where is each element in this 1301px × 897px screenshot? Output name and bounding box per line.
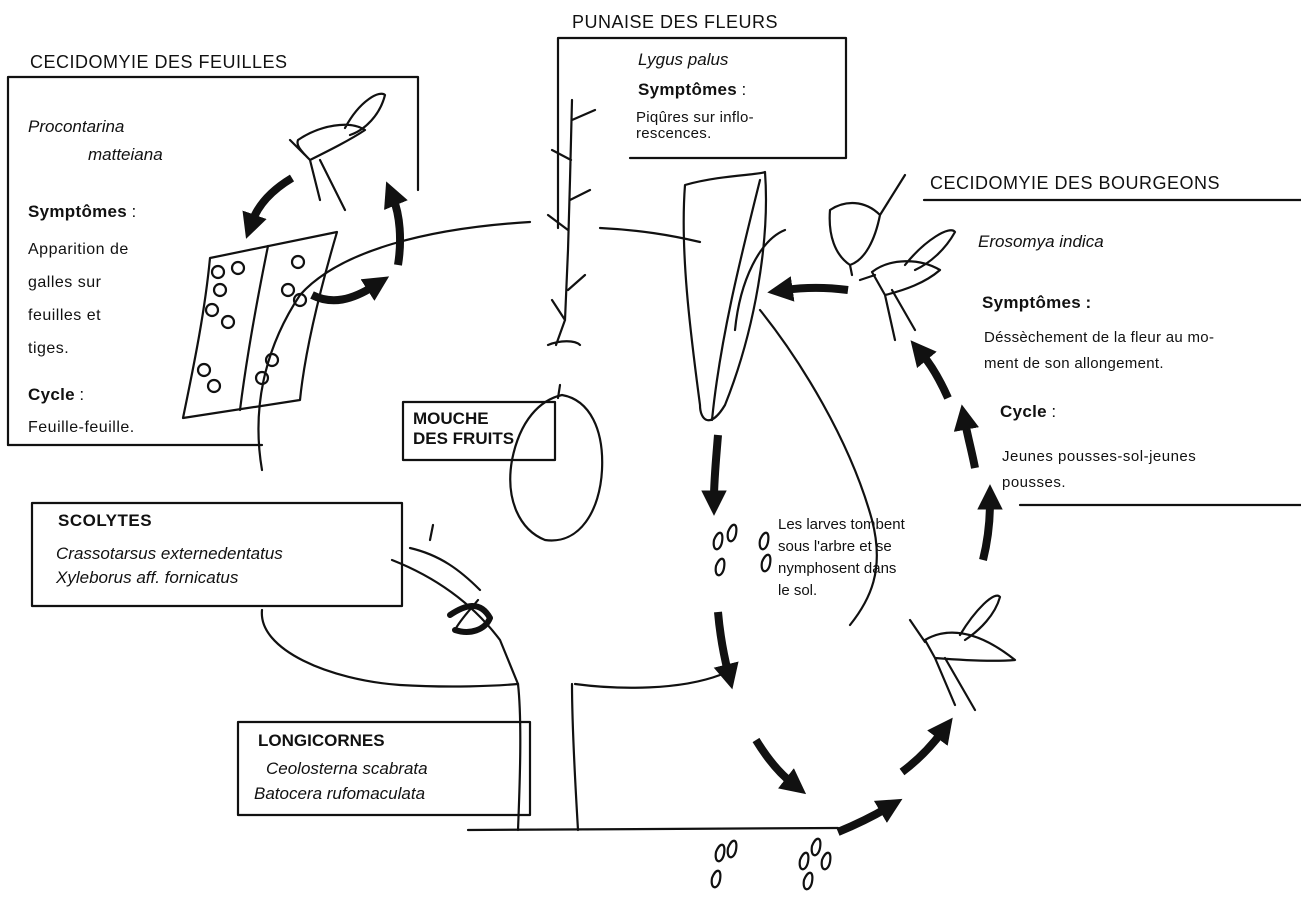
bourgeons-cycle-line: Jeunes pousses-sol-jeunes	[1002, 444, 1196, 470]
bourgeons-cycle-colon: :	[1051, 402, 1056, 421]
cycle-arrow	[902, 732, 942, 772]
larva	[716, 559, 725, 576]
pupa	[716, 845, 725, 862]
bourgeons-cycle-label: Cycle	[1000, 402, 1047, 421]
punaise-symptoms-line: Piqûres sur inflo-	[636, 110, 754, 126]
gall	[256, 372, 268, 384]
larva	[728, 525, 737, 542]
feuilles-title: CECIDOMYIE DES FEUILLES	[30, 52, 288, 73]
feuilles-symptoms-line: feuilles et	[28, 299, 129, 332]
tree-canopy-outline-lower-left	[262, 610, 518, 687]
feuilles-cycle-heading: Cycle :	[28, 385, 84, 405]
midge-insect	[910, 596, 1015, 710]
feuilles-cycle-text: Feuille-feuille.	[28, 415, 135, 441]
feuilles-symptoms-line: tiges.	[28, 332, 129, 365]
bourgeons-cycle-heading: Cycle :	[1000, 402, 1056, 422]
scolytes-species-line-2: Xyleborus aff. fornicatus	[56, 568, 238, 588]
tree-trunk	[518, 684, 520, 830]
punaise-symptoms-heading: Symptômes :	[638, 80, 747, 100]
pupa	[712, 871, 721, 888]
ground-line	[468, 828, 838, 830]
bourgeons-cycle-text: Jeunes pousses-sol-jeunes pousses.	[1002, 444, 1196, 496]
punaise-symptoms-label: Symptômes	[638, 80, 737, 99]
gall	[198, 364, 210, 376]
feuilles-symptoms-colon: :	[132, 202, 137, 221]
larvae-note-line: le sol.	[778, 580, 905, 602]
gall	[232, 262, 244, 274]
gall	[282, 284, 294, 296]
feuilles-cycle-colon: :	[79, 385, 84, 404]
feuilles-symptoms-text: Apparition de galles sur feuilles et tig…	[28, 233, 129, 365]
cycle-arrow	[756, 740, 792, 783]
mouche-line: DES FRUITS	[413, 429, 514, 449]
larva	[760, 533, 769, 550]
feuilles-symptoms-heading: Symptômes :	[28, 202, 137, 222]
cycle-arrow	[983, 502, 990, 560]
feuilles-species-line-2: matteiana	[88, 145, 163, 165]
bourgeons-symptoms-line: Déssèchement de la fleur au mo-	[984, 325, 1214, 351]
scolytes-title: SCOLYTES	[58, 511, 152, 531]
bud-drawing	[830, 175, 905, 275]
feuilles-species-line-1: Procontarina	[28, 117, 124, 137]
feuilles-symptoms-line: Apparition de	[28, 233, 129, 266]
bourgeons-symptoms-text: Déssèchement de la fleur au mo- ment de …	[984, 325, 1214, 377]
pupa	[800, 853, 809, 870]
larva	[762, 555, 771, 572]
gall	[214, 284, 226, 296]
cycle-arrow	[785, 288, 848, 290]
larvae-note-line: Les larves tombent	[778, 514, 905, 536]
galls-leaf	[183, 232, 337, 418]
bourgeons-symptoms-heading: Symptômes :	[982, 293, 1092, 313]
midge-insect	[860, 230, 955, 340]
cycle-arrow	[718, 612, 728, 672]
cycle-arrow	[922, 354, 948, 398]
feuilles-cycle-label: Cycle	[28, 385, 75, 404]
cycle-arrow	[965, 422, 975, 468]
mouche-label: MOUCHE DES FRUITS	[413, 409, 514, 449]
bourgeons-symptoms-colon: :	[1086, 293, 1092, 312]
pupa	[822, 853, 831, 870]
cycle-arrow	[252, 178, 292, 222]
feuilles-symptoms-label: Symptômes	[28, 202, 127, 221]
bourgeons-title: CECIDOMYIE DES BOURGEONS	[930, 173, 1220, 194]
gall	[212, 266, 224, 278]
larvae-note: Les larves tombent sous l'arbre et se ny…	[778, 514, 905, 602]
bourgeons-symptoms-label: Symptômes	[982, 293, 1081, 312]
mouche-line: MOUCHE	[413, 409, 514, 429]
punaise-species: Lygus palus	[638, 50, 728, 70]
pupa	[804, 873, 813, 890]
tree-canopy-outline-lower-right	[575, 675, 720, 688]
branch-drawing	[392, 525, 518, 684]
longicornes-species-line-2: Batocera rufomaculata	[254, 784, 425, 804]
inflorescence	[548, 100, 595, 345]
longicornes-title: LONGICORNES	[258, 731, 385, 751]
tree-trunk	[572, 684, 578, 830]
midge-insect	[290, 94, 385, 210]
scolytes-species-line-1: Crassotarsus externedentatus	[56, 544, 283, 564]
gall	[206, 304, 218, 316]
punaise-symptoms-text: Piqûres sur inflo- rescences.	[636, 110, 754, 142]
cycle-arrow	[838, 808, 887, 832]
larva	[714, 533, 723, 550]
cycle-arrow	[393, 198, 400, 265]
punaise-symptoms-line: rescences.	[636, 126, 754, 142]
longicornes-species-line-1: Ceolosterna scabrata	[266, 759, 428, 779]
gall	[292, 256, 304, 268]
bourgeons-cycle-line: pousses.	[1002, 470, 1196, 496]
leaf-vein	[712, 180, 760, 420]
gall	[222, 316, 234, 328]
bourgeons-species: Erosomya indica	[978, 232, 1104, 252]
gall	[208, 380, 220, 392]
feuilles-symptoms-line: galles sur	[28, 266, 129, 299]
punaise-title: PUNAISE DES FLEURS	[572, 12, 778, 33]
punaise-symptoms-colon: :	[742, 80, 747, 99]
pupa	[728, 841, 737, 858]
larvae-note-line: nymphosent dans	[778, 558, 905, 580]
mango-fruit	[510, 395, 602, 540]
pupa	[812, 839, 821, 856]
cycle-arrow	[714, 435, 718, 498]
bourgeons-symptoms-line: ment de son allongement.	[984, 351, 1214, 377]
larvae-note-line: sous l'arbre et se	[778, 536, 905, 558]
